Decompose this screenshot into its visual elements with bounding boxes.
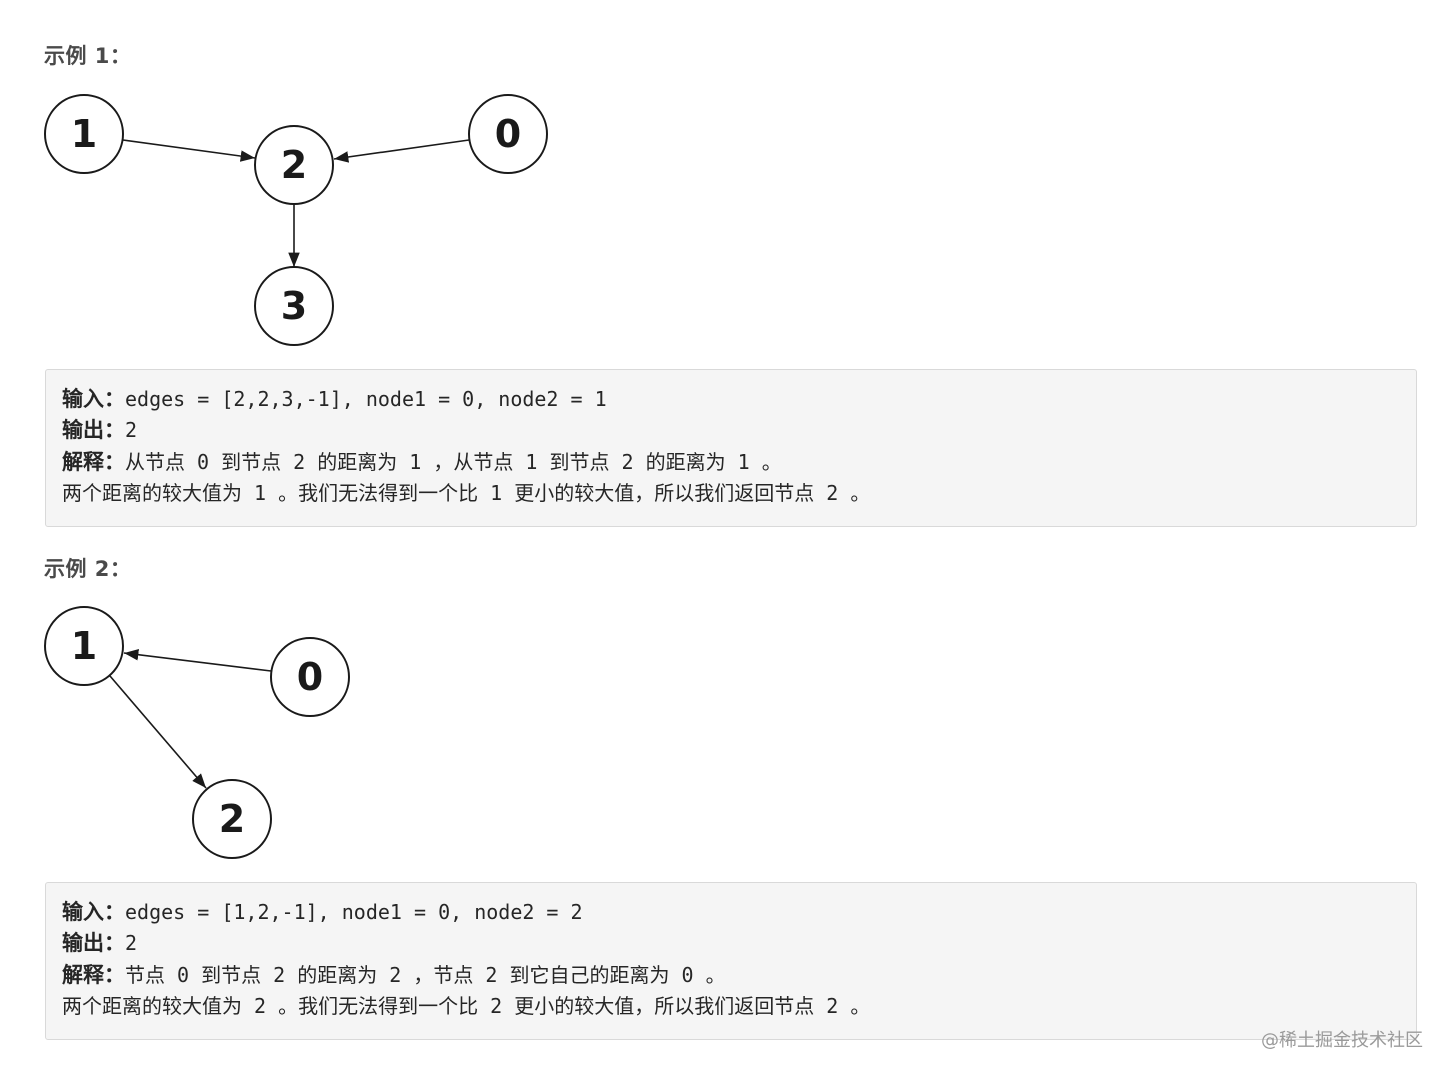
input-label: 输入： [62, 387, 125, 411]
explanation-text-2: 两个距离的较大值为 2 。我们无法得到一个比 2 更小的较大值，所以我们返回节点… [62, 993, 871, 1018]
explanation-line-1: 解释：从节点 0 到节点 2 的距离为 1 ，从节点 1 到节点 2 的距离为 … [62, 447, 1400, 478]
graph-node-1: 1 [44, 606, 124, 686]
svg-text:3: 3 [281, 284, 307, 328]
explanation-text-1: 从节点 0 到节点 2 的距离为 1 ，从节点 1 到节点 2 的距离为 1 。 [125, 449, 782, 474]
svg-text:2: 2 [281, 143, 307, 187]
output-value: 2 [125, 418, 138, 443]
svg-text:0: 0 [297, 655, 323, 699]
graph-node-2: 2 [192, 779, 272, 859]
graph-node-1: 1 [44, 94, 124, 174]
svg-text:1: 1 [71, 112, 97, 156]
example-2-heading: 示例 2： [44, 557, 132, 581]
example-1-code-block: 输入：edges = [2,2,3,-1], node1 = 0, node2 … [45, 369, 1417, 527]
explanation-line-1: 解释：节点 0 到节点 2 的距离为 2 ，节点 2 到它自己的距离为 0 。 [62, 960, 1400, 991]
svg-text:1: 1 [71, 624, 97, 668]
explanation-label: 解释： [62, 449, 125, 474]
input-value: edges = [1,2,-1], node1 = 0, node2 = 2 [125, 900, 583, 924]
graph-node-3: 3 [254, 266, 334, 346]
output-label: 输出： [62, 931, 125, 956]
output-label: 输出： [62, 418, 125, 443]
edge-0-to-2 [333, 139, 470, 163]
explanation-line-2: 两个距离的较大值为 2 。我们无法得到一个比 2 更小的较大值，所以我们返回节点… [62, 991, 1400, 1022]
input-line: 输入：edges = [2,2,3,-1], node1 = 0, node2 … [62, 384, 1400, 415]
example-2-code-block: 输入：edges = [1,2,-1], node1 = 0, node2 = … [45, 882, 1417, 1040]
input-value: edges = [2,2,3,-1], node1 = 0, node2 = 1 [125, 387, 607, 411]
example-1-heading: 示例 1： [44, 44, 132, 68]
input-label: 输入： [62, 900, 125, 924]
watermark: @稀土掘金技术社区 [1261, 1030, 1423, 1051]
graph-node-2: 2 [254, 125, 334, 205]
input-line: 输入：edges = [1,2,-1], node1 = 0, node2 = … [62, 897, 1400, 928]
explanation-text-2: 两个距离的较大值为 1 。我们无法得到一个比 1 更小的较大值，所以我们返回节点… [62, 480, 871, 505]
edge-0-to-1 [123, 649, 272, 672]
explanation-label: 解释： [62, 962, 125, 987]
output-value: 2 [125, 931, 138, 956]
output-line: 输出：2 [62, 928, 1400, 959]
example-1-graph: 1 2 0 3 [44, 94, 548, 346]
graph-node-0: 0 [468, 94, 548, 174]
explanation-text-1: 节点 0 到节点 2 的距离为 2 ，节点 2 到它自己的距离为 0 。 [125, 962, 726, 987]
edge-1-to-2 [122, 139, 256, 162]
graph-node-0: 0 [270, 637, 350, 717]
edge-1-to-2 [109, 675, 207, 789]
svg-text:0: 0 [495, 112, 521, 156]
svg-text:2: 2 [219, 797, 245, 841]
explanation-line-2: 两个距离的较大值为 1 。我们无法得到一个比 1 更小的较大值，所以我们返回节点… [62, 478, 1400, 509]
output-line: 输出：2 [62, 415, 1400, 446]
example-2-graph: 1 0 2 [44, 606, 350, 859]
